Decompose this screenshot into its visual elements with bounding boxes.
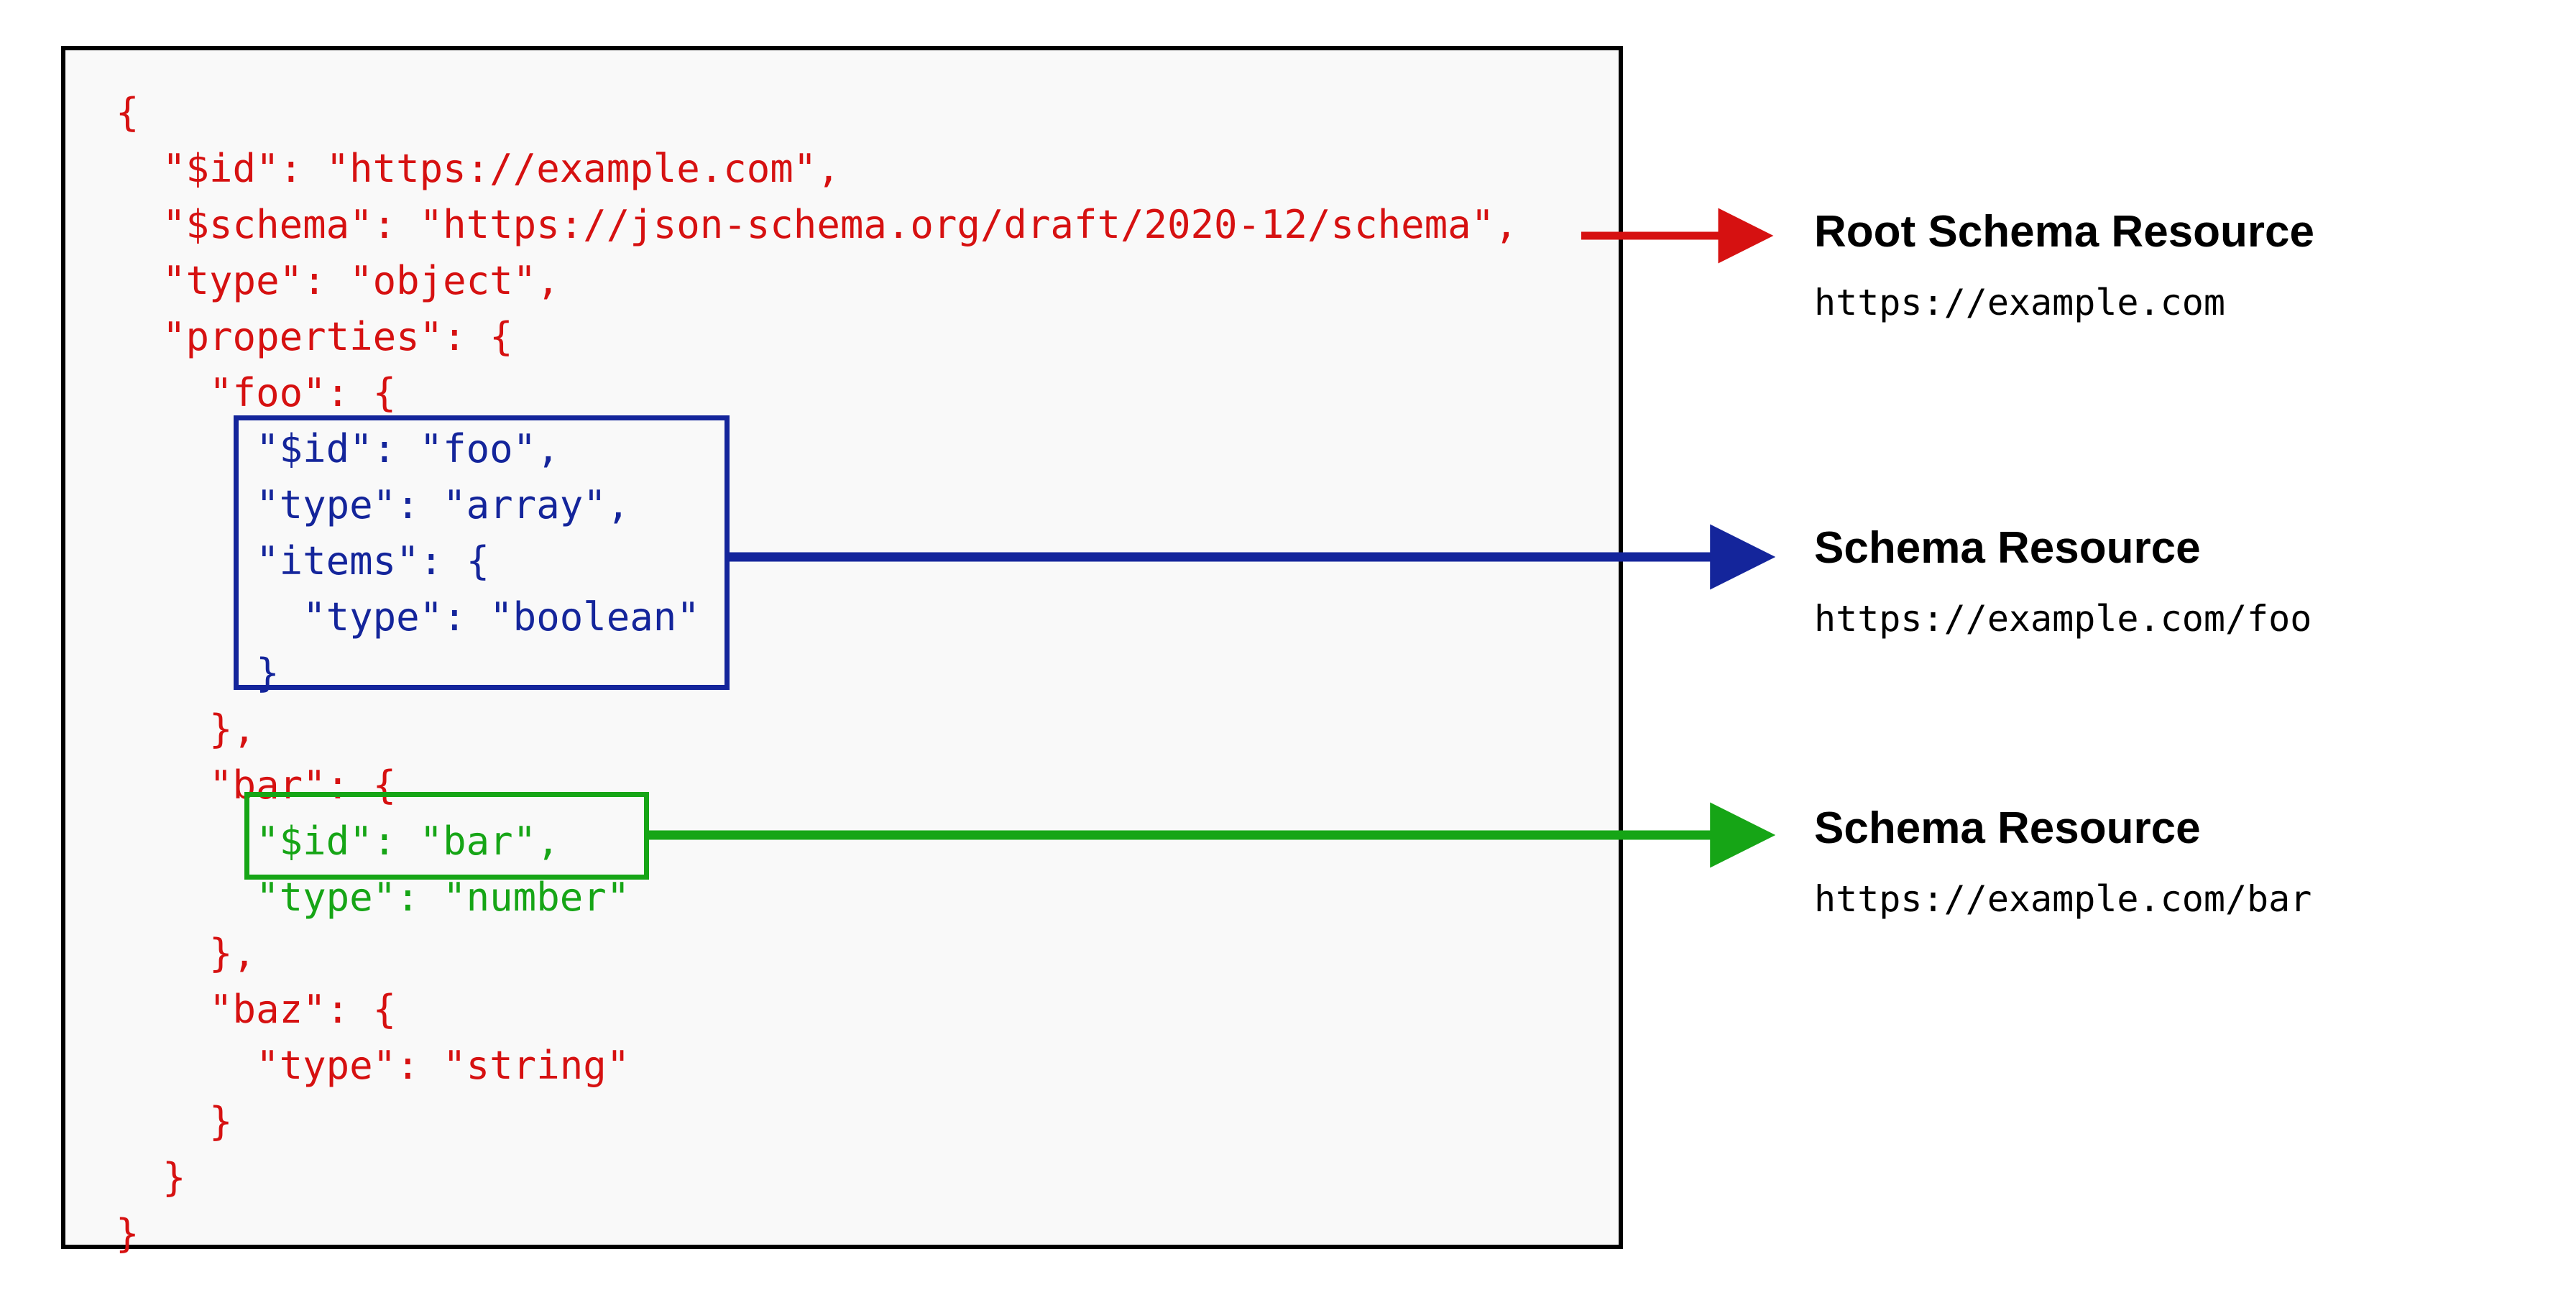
annotation-foo-title: Schema Resource xyxy=(1814,523,2201,573)
annotation-foo: Schema Resource https://example.com/foo xyxy=(1814,525,2312,638)
highlight-box-bar xyxy=(244,792,649,880)
annotation-root-url: https://example.com xyxy=(1814,282,2225,324)
code-line: } xyxy=(116,1211,139,1256)
code-line: }, xyxy=(116,706,257,752)
code-line: }, xyxy=(116,931,257,976)
code-line: "bar": { xyxy=(116,762,397,808)
code-line: "$schema": "https://json-schema.org/draf… xyxy=(116,202,1518,247)
highlight-box-foo xyxy=(234,415,730,690)
code-line: "type": "number" xyxy=(116,875,630,920)
code-line: "type": "object", xyxy=(116,258,560,303)
code-line: "baz": { xyxy=(116,987,397,1032)
code-line: } xyxy=(116,1155,186,1200)
code-line: "$id": "foo", xyxy=(116,426,560,471)
code-line: "properties": { xyxy=(116,314,513,359)
code-line: } xyxy=(116,1099,233,1144)
code-line: "foo": { xyxy=(116,370,397,415)
json-code-panel: { "$id": "https://example.com", "$schema… xyxy=(61,46,1623,1256)
annotation-bar: Schema Resource https://example.com/bar xyxy=(1814,805,2312,918)
code-line: "$id": "https://example.com", xyxy=(116,146,840,191)
json-code-listing: { "$id": "https://example.com", "$schema… xyxy=(116,85,1518,1262)
code-line: "type": "boolean" xyxy=(116,594,700,640)
annotation-root-title: Root Schema Resource xyxy=(1814,207,2314,257)
annotation-bar-title: Schema Resource xyxy=(1814,803,2201,853)
annotation-foo-url: https://example.com/foo xyxy=(1814,598,2312,640)
annotation-root: Root Schema Resource https://example.com xyxy=(1814,208,2314,322)
code-line: "$id": "bar", xyxy=(116,819,560,864)
code-line: "items": { xyxy=(116,538,490,584)
code-line: "type": "string" xyxy=(116,1043,630,1088)
code-line: "type": "array", xyxy=(116,482,630,527)
annotation-bar-url: https://example.com/bar xyxy=(1814,878,2312,921)
code-line: { xyxy=(116,90,139,135)
